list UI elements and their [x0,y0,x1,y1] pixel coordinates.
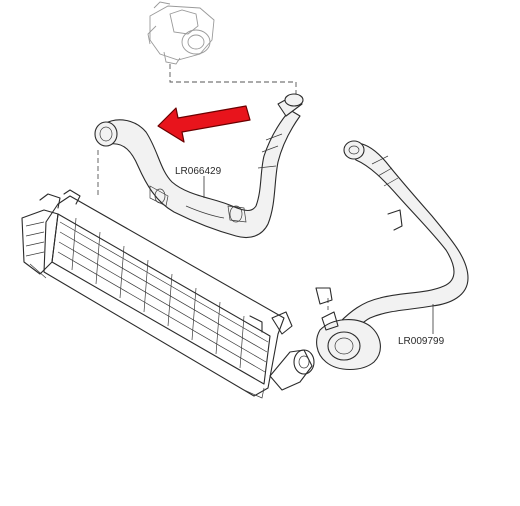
lower-intercooler-hose [315,140,469,371]
assembly-guide-lines [97,64,329,310]
highlight-arrow [157,105,251,143]
red-arrow-icon [157,105,251,143]
upper-intercooler-hose [94,93,304,239]
intercooler [21,189,315,399]
part-label-lower-hose: LR009799 [398,336,445,347]
part-label-upper-hose: LR066429 [175,166,222,177]
throttle-body [147,1,215,65]
